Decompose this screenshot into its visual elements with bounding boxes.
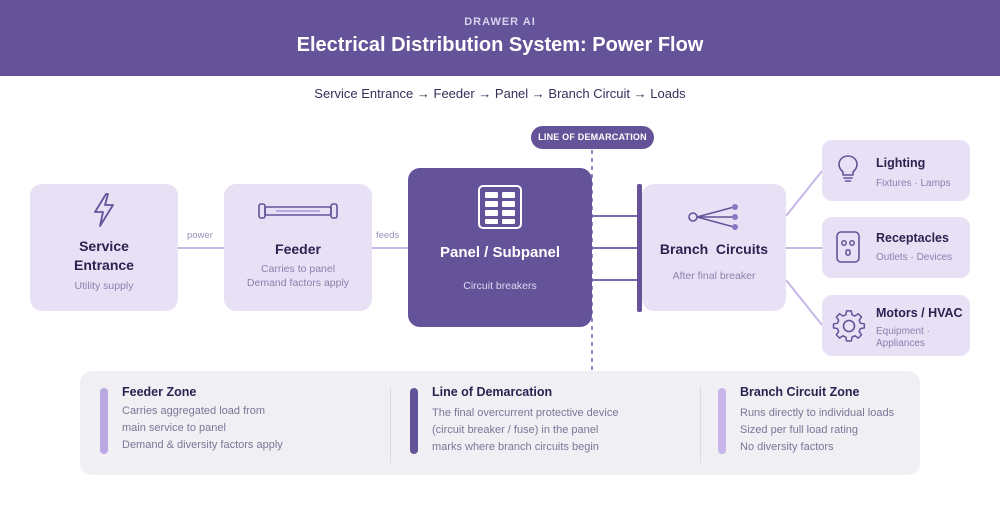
panel-name: Panel / Subpanel (439, 244, 561, 261)
feeder-sub2: Demand factors apply (246, 277, 350, 289)
legend-line: marks where branch circuits begin (432, 441, 599, 453)
bulb-icon (838, 155, 858, 182)
legend-divider (390, 387, 391, 463)
link-label-power: power (187, 230, 213, 241)
legend-line: The final overcurrent protective device (432, 407, 619, 419)
connector-motors (785, 279, 823, 326)
legend-bar (410, 388, 418, 454)
brand-label: DRAWER AI (464, 16, 536, 28)
branch-name: Branch Circuits (659, 241, 769, 257)
legend-line: Demand & diversity factors apply (122, 439, 283, 451)
legend-divider (700, 387, 701, 463)
legend-line: (circuit breaker / fuse) in the panel (432, 424, 599, 436)
legend-line: Carries aggregated load from (122, 405, 266, 417)
header: DRAWER AI Electrical Distribution System… (0, 0, 1000, 76)
lightning-icon (94, 193, 114, 227)
legend-title: Feeder Zone (122, 385, 197, 399)
page-title: Electrical Distribution System: Power Fl… (296, 34, 704, 56)
legend-line: Sized per full load rating (740, 424, 859, 436)
branch-sub: After final breaker (672, 270, 756, 282)
load-name: Receptacles (876, 231, 949, 245)
legend-bar (718, 388, 726, 454)
connector-lighting (785, 170, 823, 217)
load-sub: Fixtures · Lamps (876, 178, 951, 189)
legend-line: Runs directly to individual loads (740, 407, 895, 419)
service-name-line2: Entrance (74, 257, 134, 273)
legend-title: Line of Demarcation (432, 385, 553, 399)
service-sub: Utility supply (74, 280, 134, 292)
fuse-icon (258, 203, 338, 219)
breaker-panel-icon (478, 185, 522, 229)
load-motors-hvac: Motors / HVAC Equipment · Appliances (822, 295, 970, 356)
service-name-line1: Service (79, 238, 129, 254)
link-label-feeds: feeds (376, 230, 400, 241)
demarcation-pill: LINE OF DEMARCATION (531, 126, 654, 149)
load-receptacles: Receptacles Outlets · Devices (822, 217, 970, 278)
load-lighting: Lighting Fixtures · Lamps (822, 140, 970, 201)
legend-bar (100, 388, 108, 454)
feeder-name: Feeder (275, 241, 321, 257)
load-sub: Equipment · (876, 326, 930, 337)
outlet-icon (836, 231, 860, 263)
branch-bus-bar (637, 184, 642, 312)
legend-panel: Feeder Zone Carries aggregated load from… (80, 371, 920, 475)
legend-line: No diversity factors (740, 441, 834, 453)
feeder-box: Feeder Carries to panel Demand factors a… (224, 184, 372, 311)
load-sub: Appliances (876, 338, 925, 349)
branch-split-icon (688, 204, 738, 230)
load-sub: Outlets · Devices (876, 252, 953, 263)
branch-circuits-box: Branch Circuits After final breaker (642, 184, 786, 311)
legend-title: Branch Circuit Zone (740, 385, 860, 399)
legend-line: main service to panel (122, 422, 226, 434)
flow-summary: Service Entrance → Feeder → Panel → Bran… (314, 86, 686, 101)
feeder-sub1: Carries to panel (260, 263, 336, 275)
service-entrance-box: Service Entrance Utility supply (30, 184, 178, 311)
load-name: Motors / HVAC (876, 306, 963, 320)
panel-sub: Circuit breakers (463, 280, 537, 292)
panel-box: Panel / Subpanel Circuit breakers (408, 168, 592, 327)
gear-icon (832, 310, 866, 342)
load-name: Lighting (876, 156, 926, 170)
